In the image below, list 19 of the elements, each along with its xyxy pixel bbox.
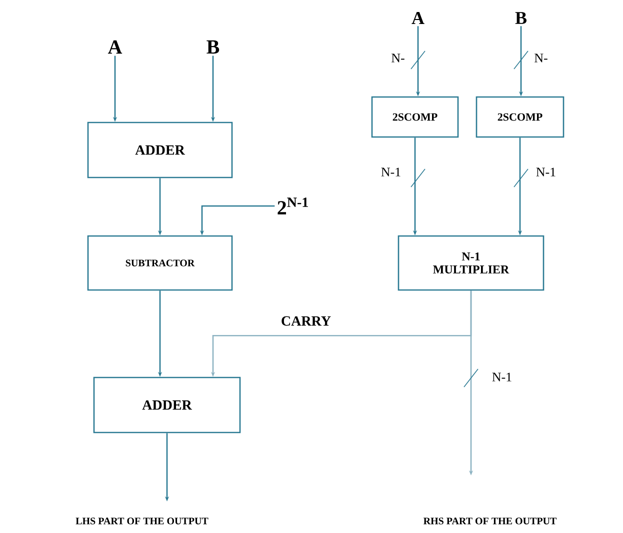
edge-label: N- (390, 52, 406, 64)
adder-box: ADDER (93, 376, 241, 434)
output-label: LHS PART OF THE OUTPUT (76, 518, 208, 524)
adder-box: ADDER (87, 122, 233, 178)
input-label: B (515, 12, 527, 24)
multiplier-box: N-1 MULTIPLIER (398, 235, 544, 291)
input-label: B (206, 40, 220, 54)
edge-label: N-1 (490, 372, 514, 382)
input-label: A (108, 40, 122, 54)
input-label: 2$^{N-1}$ (278, 198, 308, 214)
edge-label: N- (533, 52, 549, 64)
output-label: RHS PART OF THE OUTPUT (424, 518, 557, 524)
subtractor-box: SUBTRACTOR (87, 235, 233, 291)
edge-label: N-1 (380, 166, 402, 178)
input-label: A (412, 12, 424, 24)
complement-box: 2SCOMP (371, 96, 459, 138)
edge-label: N-1 (534, 166, 558, 178)
edge-label: CARRY (280, 315, 332, 327)
complement-box: 2SCOMP (476, 96, 564, 138)
